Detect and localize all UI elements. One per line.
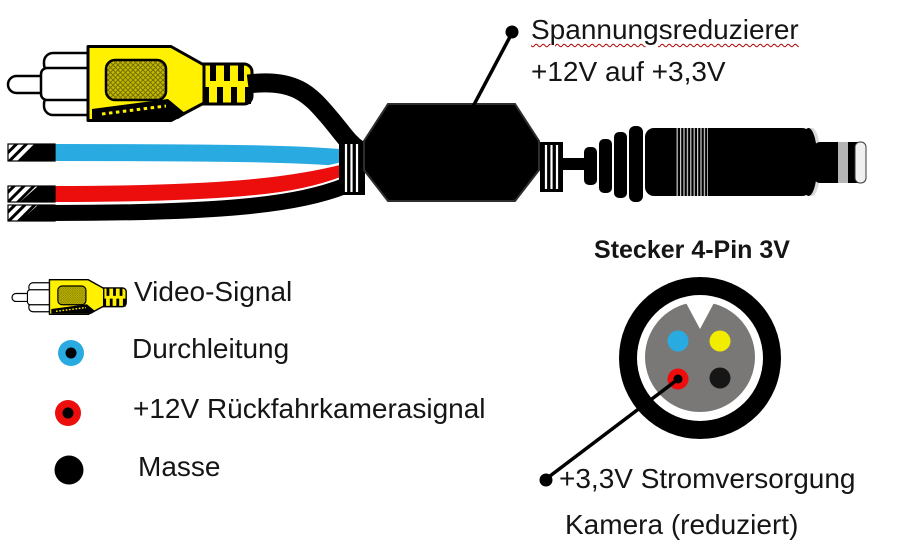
power-leader-line: [544, 378, 679, 481]
wire-red: [51, 164, 347, 202]
pin-durchleitung: [667, 330, 689, 352]
pinout-connector: [619, 277, 781, 439]
stripped-wire-ends: [7, 143, 56, 222]
reducer-leader-bullet: [505, 25, 519, 39]
rca-connector: [6, 45, 254, 122]
rca-cable: [246, 73, 365, 158]
wires: [51, 141, 349, 223]
leader-lines: [449, 25, 683, 487]
wire-blue: [51, 144, 346, 167]
pin-masse: [709, 367, 731, 389]
pinout-key-notch: [685, 301, 715, 329]
power-label-line1: +3,3V Stromversorgung: [559, 463, 856, 494]
power-leader-pin-dot: [673, 374, 683, 384]
dc-plug-barrel: [645, 128, 811, 196]
pin-video-signal: [709, 330, 731, 352]
voltage-reducer: [339, 103, 592, 202]
wire-black: [51, 178, 348, 221]
legend-swatches: [11, 278, 127, 485]
reducer-label-line1: Spannungsreduzierer: [531, 14, 799, 45]
legend-label-video-signal: Video-Signal: [134, 276, 293, 307]
dc-plug-knurl: [676, 128, 708, 196]
legend-label-12v-signal: +12V Rückfahrkamerasignal: [133, 393, 486, 424]
legend-label-durchleitung: Durchleitung: [132, 333, 290, 364]
legend-label-masse: Masse: [138, 451, 221, 482]
reducer-label-line2: +12V auf +3,3V: [531, 56, 726, 87]
legend-rca-plug-icon: [11, 278, 127, 316]
reducer-body: [363, 103, 540, 202]
legend-black-dot: [54, 455, 84, 485]
dc-plug: [584, 126, 867, 202]
power-label-line2: Kamera (reduziert): [565, 509, 799, 540]
pinout-title: Stecker 4-Pin 3V: [594, 236, 790, 264]
reducer-leader-line: [449, 32, 514, 149]
power-leader-bullet: [539, 473, 553, 487]
